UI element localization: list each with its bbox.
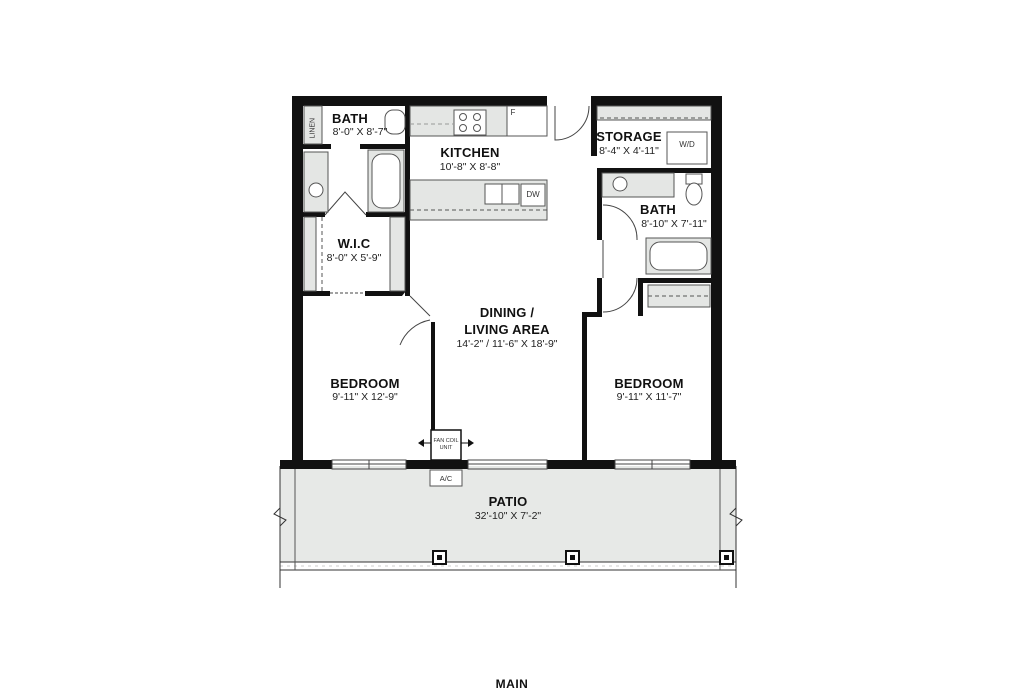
dining-dims: 14'-2" / 11'-6" X 18'-9": [456, 338, 558, 350]
wic-dims: 8'-0" X 5'-9": [326, 252, 382, 264]
washer-dryer-label: W/D: [679, 140, 695, 149]
fridge-label: F: [510, 108, 516, 117]
fan-coil-label-line2: UNIT: [439, 445, 453, 451]
bath-right-name: BATH: [640, 202, 676, 217]
dining-name-line1: DINING /: [479, 305, 535, 320]
kitchen-counters: [409, 105, 548, 221]
linen-label: LINEN: [309, 117, 317, 139]
dishwasher-label: DW: [526, 190, 540, 199]
plan-caption: MAIN: [495, 677, 529, 691]
patio-dims: 32'-10" X 7'-2": [474, 510, 542, 522]
bath-left-fixtures: [303, 105, 406, 292]
bedroom-left-dims: 9'-11" X 12'-9": [332, 391, 398, 403]
bedroom-right-dims: 9'-11" X 11'-7": [616, 391, 682, 403]
bedroom-left-name: BEDROOM: [330, 376, 400, 391]
break-symbol-right: [729, 507, 743, 527]
bath-left-name: BATH: [332, 111, 368, 126]
kitchen-name: KITCHEN: [440, 145, 500, 160]
bath-right-dims: 8'-10" X 7'-11": [641, 218, 707, 230]
storage-name: STORAGE: [596, 129, 662, 144]
doors: [324, 105, 638, 346]
windows: [331, 459, 691, 470]
exterior-walls: [280, 96, 736, 469]
interior-walls: [303, 106, 711, 462]
kitchen-dims: 10'-8" X 8'-8": [439, 161, 501, 173]
patio-name: PATIO: [488, 494, 528, 509]
ac-label: A/C: [439, 474, 453, 483]
fan-coil-label-line1: FAN COIL: [433, 438, 459, 444]
bath-right-fixtures: [596, 105, 712, 308]
wic-name: W.I.C: [337, 236, 371, 251]
storage-dims: 8'-4" X 4'-11": [599, 145, 659, 157]
bath-left-dims: 8'-0" X 8'-7": [332, 126, 388, 138]
ac-unit: [429, 469, 463, 487]
fan-coil-unit: [430, 429, 462, 461]
break-symbol-left: [273, 507, 287, 527]
bedroom-right-name: BEDROOM: [614, 376, 684, 391]
dining-name-line2: LIVING AREA: [464, 322, 550, 337]
patio-slab: [280, 466, 736, 562]
